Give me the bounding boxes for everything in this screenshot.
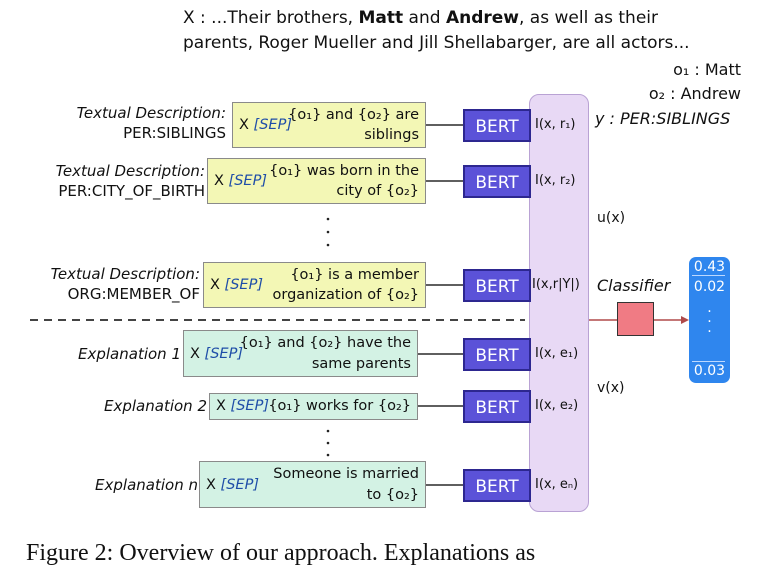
entity-o1-label: o₁ : Matt (673, 60, 741, 79)
u-label: u(x) (597, 210, 626, 226)
classifier-box (617, 302, 654, 336)
output-probabilities: 0.43 0.02 ··· 0.03 (689, 257, 730, 383)
bert-encoder-exp-n: BERT (463, 469, 531, 502)
bert-encoder-desc-1: BERT (463, 109, 531, 142)
representation-column (529, 94, 589, 512)
rep-desc-3: I(x,r|Y|) (532, 277, 580, 292)
exp-box-2: X [SEP] {o₁} works for {o₂} (209, 393, 418, 420)
input-sentence-line2: parents, Roger Mueller and Jill Shellaba… (183, 33, 690, 53)
output-value-3: 0.03 (693, 363, 726, 379)
output-value-1: 0.43 (693, 259, 726, 275)
desc-box-2: X [SEP] {o₁} was born in the city of {o₂… (207, 158, 426, 204)
bert-encoder-desc-2: BERT (463, 165, 531, 198)
classifier-label: Classifier (597, 276, 671, 295)
desc-label-3: Textual Description:ORG:MEMBER_OF (50, 265, 200, 303)
v-label: v(x) (597, 380, 625, 396)
bert-encoder-exp-1: BERT (463, 338, 531, 371)
figure-caption: Figure 2: Overview of our approach. Expl… (26, 540, 536, 566)
output-value-2: 0.02 (693, 279, 726, 295)
arrowhead-output (681, 316, 689, 324)
entity-1: Matt (358, 8, 404, 28)
bert-encoder-desc-3: BERT (463, 269, 531, 302)
desc-box-3: X [SEP] {o₁} is a member organization of… (203, 262, 426, 308)
bert-encoder-exp-2: BERT (463, 390, 531, 423)
exp-box-1: X [SEP] {o₁} and {o₂} have the same pare… (183, 330, 418, 377)
rep-exp-2: I(x, e₂) (535, 398, 579, 413)
entity-2: Andrew (445, 8, 519, 28)
desc-box-1: X [SEP] {o₁} and {o₂} are siblings (232, 102, 426, 148)
entity-o2-label: o₂ : Andrew (648, 84, 741, 103)
exp-label-2: Explanation 2 (104, 397, 207, 415)
exp-label-n: Explanation n (95, 476, 198, 494)
rep-exp-1: I(x, e₁) (535, 346, 579, 361)
rep-desc-2: I(x, r₂) (535, 173, 576, 188)
desc-label-1: Textual Description:PER:SIBLINGS (76, 104, 226, 142)
input-sentence-line1: X : ...Their brothers, Matt and Andrew, … (183, 8, 658, 28)
output-dots: ··· (707, 304, 712, 340)
exp-label-1: Explanation 1 (78, 345, 181, 363)
exp-box-n: X [SEP] Someone is married to {o₂} (199, 461, 426, 508)
rep-exp-n: I(x, eₙ) (535, 477, 579, 492)
rep-desc-1: I(x, r₁) (535, 117, 576, 132)
desc-label-2: Textual Description:PER:CITY_OF_BIRTH (55, 162, 205, 200)
relation-label: y : PER:SIBLINGS (595, 109, 731, 128)
